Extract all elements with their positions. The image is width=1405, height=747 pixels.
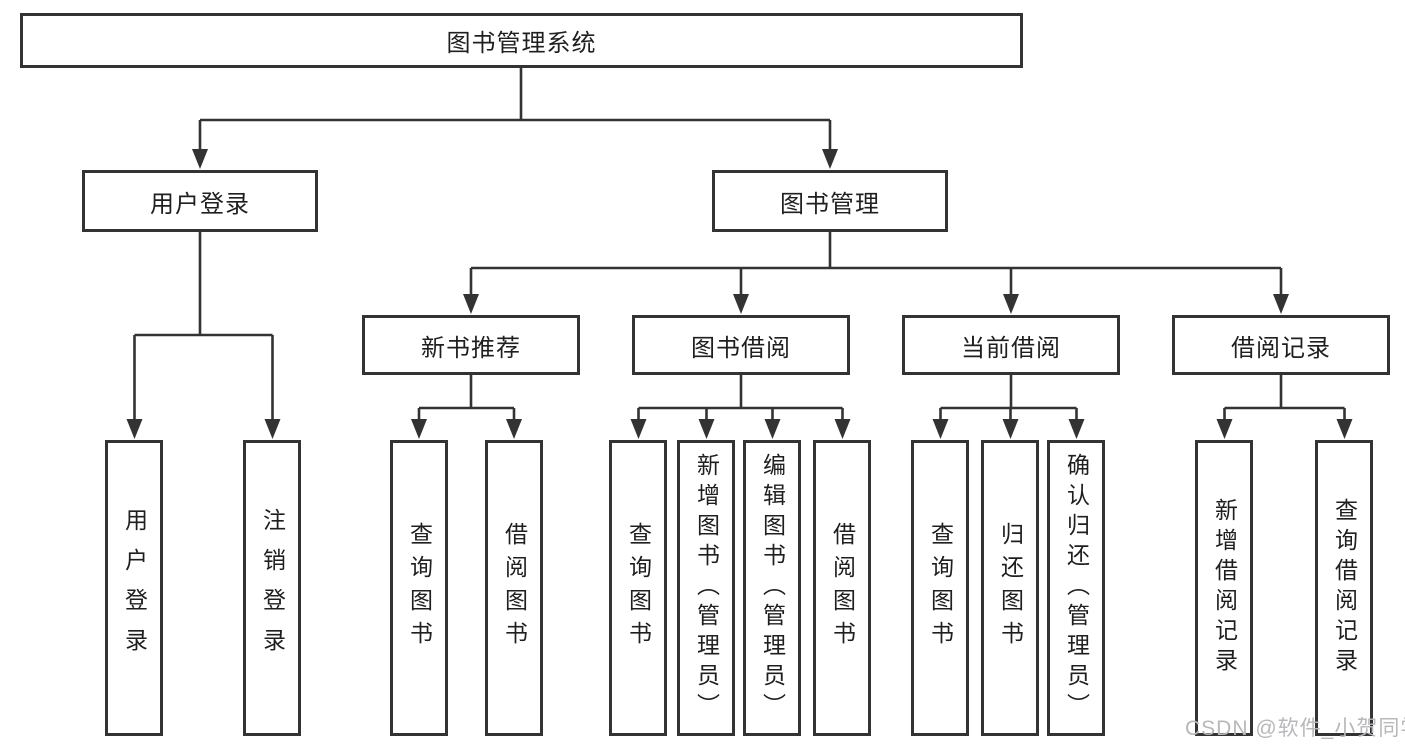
node-user-login-module-label: 用户登录 [150, 190, 250, 218]
node-new-book-recommend-label: 新书推荐 [421, 334, 521, 362]
arrowhead [1068, 419, 1085, 439]
arrowhead [630, 419, 647, 439]
arrowhead [1002, 419, 1019, 439]
node-library-system-root: 图书管理系统 [20, 13, 1023, 68]
connector-bookmgmt-to-level3 [469, 232, 1283, 296]
connector-root-to-level2 [198, 68, 832, 151]
node-leaf-add-borrow-record-label: 新增借阅记录 [1211, 498, 1238, 678]
connector-recommend-to-leaves [417, 375, 516, 421]
node-leaf-edit-books-admin-label: 编辑图书（管理员） [759, 453, 786, 723]
node-borrowing-records: 借阅记录 [1172, 315, 1390, 375]
arrowhead [932, 419, 949, 439]
node-leaf-logout: 注销登录 [243, 440, 301, 736]
arrowhead [192, 149, 208, 169]
node-leaf-user-login: 用户登录 [105, 440, 163, 736]
node-leaf-query-books-current-label: 查询图书 [927, 522, 954, 654]
node-book-management-module: 图书管理 [712, 170, 948, 232]
node-leaf-logout-label: 注销登录 [259, 508, 286, 668]
node-book-borrowing: 图书借阅 [632, 315, 850, 375]
arrowhead [834, 419, 851, 439]
arrowhead [1003, 294, 1019, 314]
arrowhead [698, 419, 715, 439]
node-leaf-return-books-label: 归还图书 [997, 522, 1024, 654]
node-user-login-module: 用户登录 [82, 170, 318, 232]
node-book-borrowing-label: 图书借阅 [691, 334, 791, 362]
arrowhead [1216, 419, 1233, 439]
node-leaf-borrow-books: 借阅图书 [813, 440, 871, 736]
connector-current-to-leaves [939, 375, 1078, 421]
arrowhead [506, 419, 522, 439]
csdn-watermark: CSDN @软件_小贺同学 [1185, 717, 1405, 740]
node-book-management-module-label: 图书管理 [780, 190, 880, 218]
node-leaf-query-borrow-record: 查询借阅记录 [1315, 440, 1373, 736]
node-leaf-add-books-admin-label: 新增图书（管理员） [693, 453, 720, 723]
node-borrowing-records-label: 借阅记录 [1231, 334, 1331, 362]
arrowhead [1273, 294, 1289, 314]
node-leaf-confirm-return-admin: 确认归还（管理员） [1047, 440, 1105, 736]
arrowhead [126, 419, 143, 439]
node-leaf-add-books-admin: 新增图书（管理员） [677, 440, 735, 736]
arrowhead [264, 419, 281, 439]
node-leaf-borrow-books-recommend: 借阅图书 [485, 440, 543, 736]
node-leaf-user-login-label: 用户登录 [121, 508, 148, 668]
node-current-borrowing-label: 当前借阅 [961, 334, 1061, 362]
node-leaf-query-borrow-record-label: 查询借阅记录 [1331, 498, 1358, 678]
node-leaf-return-books: 归还图书 [981, 440, 1039, 736]
arrowhead [764, 419, 781, 439]
node-library-system-root-label: 图书管理系统 [446, 30, 597, 57]
node-leaf-query-books-borrow-label: 查询图书 [625, 522, 652, 654]
node-leaf-confirm-return-admin-label: 确认归还（管理员） [1063, 453, 1090, 723]
arrowhead [1336, 419, 1353, 439]
arrowheads [126, 149, 1353, 439]
arrowhead [463, 294, 479, 314]
node-leaf-add-borrow-record: 新增借阅记录 [1195, 440, 1253, 736]
connector-borrow-to-leaves [637, 375, 844, 421]
node-leaf-borrow-books-recommend-label: 借阅图书 [501, 522, 528, 654]
arrowhead [733, 294, 749, 314]
arrowhead [822, 149, 838, 169]
node-new-book-recommend: 新书推荐 [362, 315, 580, 375]
node-leaf-borrow-books-label: 借阅图书 [829, 522, 856, 654]
node-leaf-query-books-recommend: 查询图书 [390, 440, 448, 736]
arrowhead [411, 419, 427, 439]
node-leaf-query-books-borrow: 查询图书 [609, 440, 667, 736]
node-current-borrowing: 当前借阅 [902, 315, 1120, 375]
node-leaf-query-books-current: 查询图书 [911, 440, 969, 736]
connector-userlogin-to-leaves [133, 232, 274, 421]
connector-records-to-leaves [1223, 375, 1346, 421]
node-leaf-edit-books-admin: 编辑图书（管理员） [743, 440, 801, 736]
node-leaf-query-books-recommend-label: 查询图书 [406, 522, 433, 654]
